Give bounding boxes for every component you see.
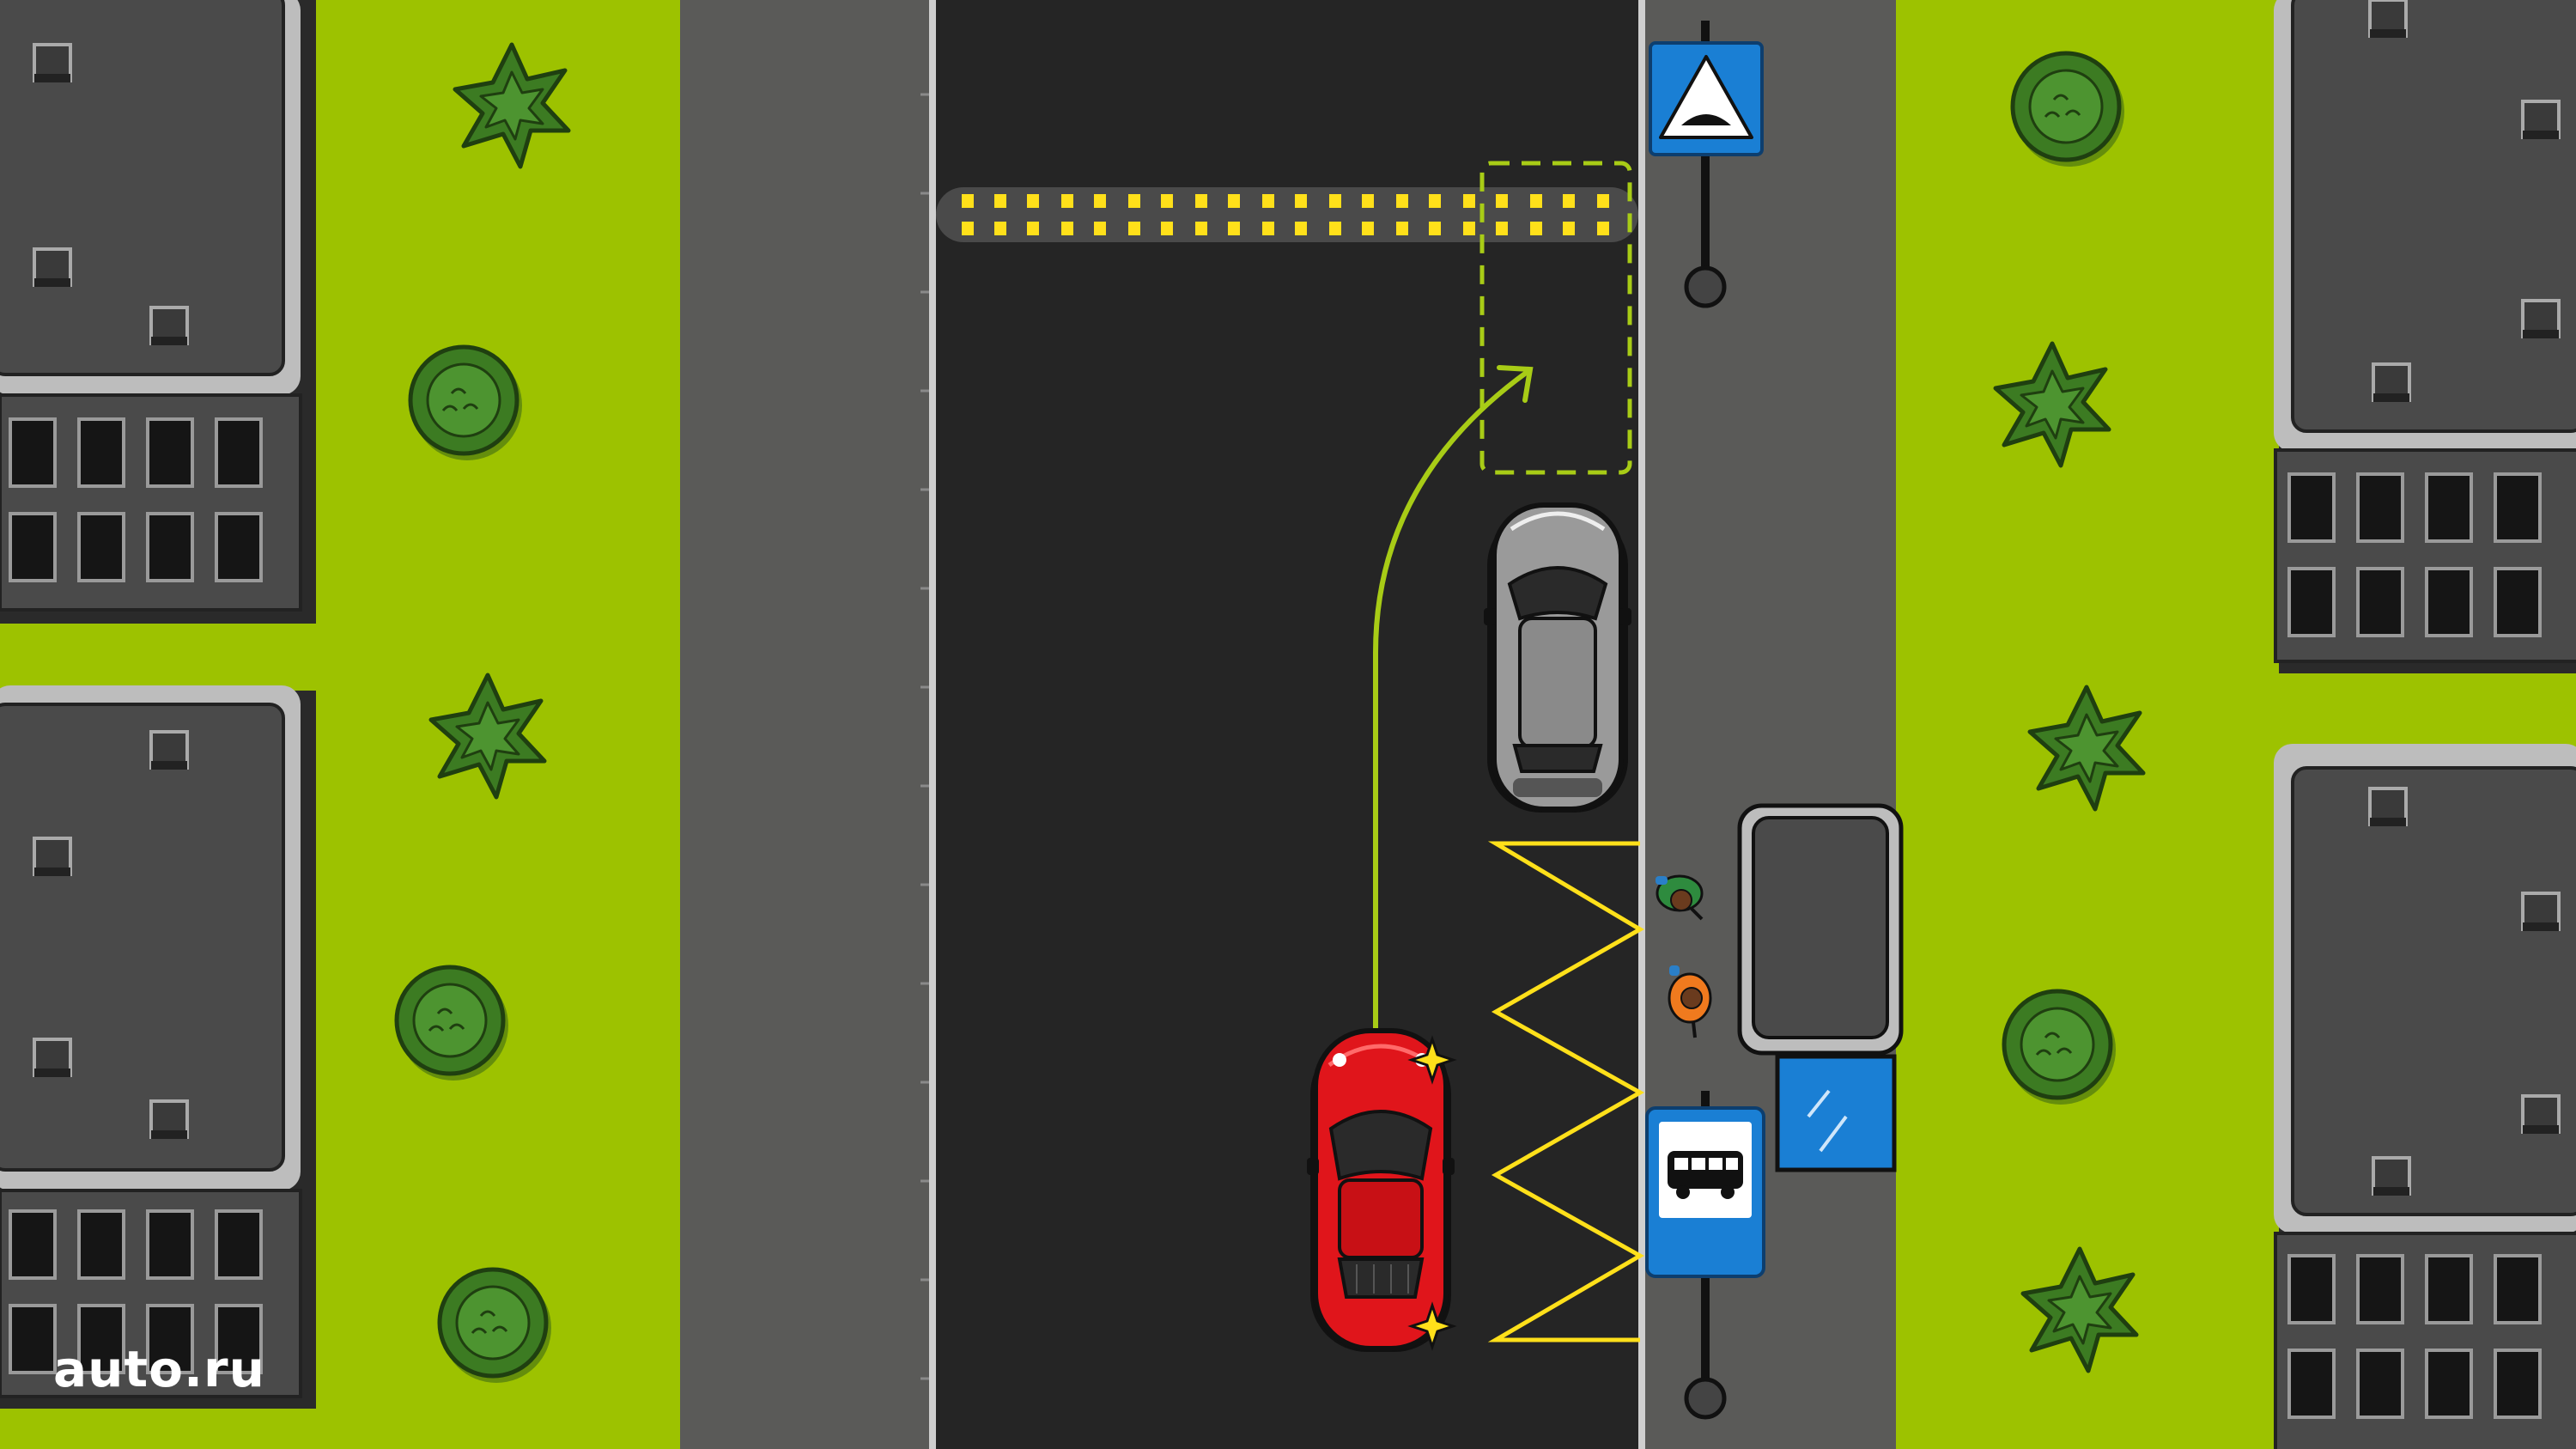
speed-bump-warning-icon — [1659, 55, 1753, 139]
target-parking-spot — [1479, 161, 1632, 475]
bus-shelter — [1737, 803, 1904, 1172]
turn-signal-sparkle — [1407, 1035, 1457, 1351]
bus-stop-sign — [1645, 1091, 1765, 1420]
building-left-top — [0, 0, 316, 624]
curb-left — [929, 0, 936, 1449]
bus-stop-zigzag-marking — [1487, 841, 1645, 1342]
building-right-top — [2274, 0, 2576, 673]
curb-ticks — [920, 93, 929, 1380]
speed-bump — [936, 187, 1638, 242]
auto-ru-logo: auto.ru — [53, 1340, 265, 1398]
speed-bump-sign — [1649, 21, 1764, 308]
curb-right — [1638, 0, 1645, 1449]
red-car — [1307, 1028, 1455, 1352]
building-right-bottom — [2274, 744, 2576, 1449]
pedestrian-green — [1656, 874, 1704, 921]
manoeuvre-path-arrow — [1373, 365, 1534, 1033]
pedestrian-orange — [1668, 965, 1712, 1038]
sidewalk-left — [680, 0, 933, 1449]
gray-parked-car — [1484, 502, 1631, 813]
bus-icon — [1668, 1151, 1743, 1199]
building-left-bottom — [0, 685, 316, 1409]
